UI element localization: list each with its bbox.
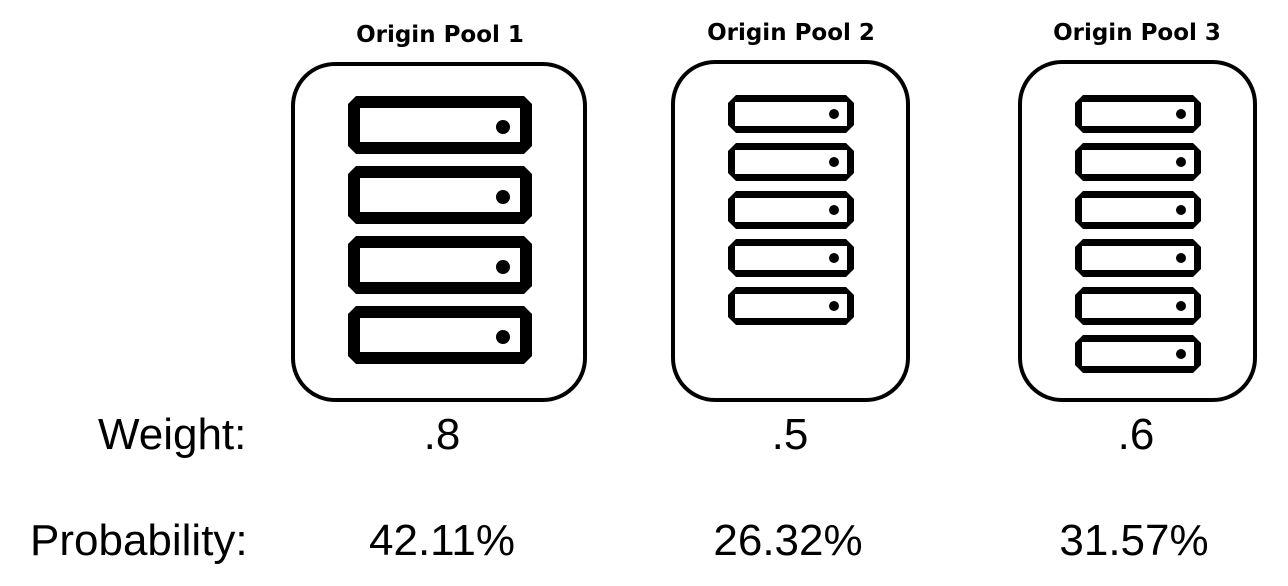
server-icon xyxy=(728,191,854,229)
server-icon xyxy=(1075,95,1201,133)
server-icon xyxy=(728,143,854,181)
pool-weight: .6 xyxy=(1117,410,1155,459)
server-icon xyxy=(1075,335,1201,373)
server-icon xyxy=(348,236,532,294)
pool-box xyxy=(291,62,587,402)
weight-label: Weight: xyxy=(98,410,247,459)
pool-title: Origin Pool 3 xyxy=(1053,20,1221,46)
server-icon xyxy=(348,306,532,364)
pool-title: Origin Pool 1 xyxy=(356,22,524,48)
server-icon xyxy=(728,95,854,133)
server-icon xyxy=(1075,239,1201,277)
pool-title: Origin Pool 2 xyxy=(707,20,875,46)
server-icon xyxy=(348,96,532,154)
pool-weight: .5 xyxy=(771,410,809,459)
server-icon xyxy=(1075,287,1201,325)
server-icon xyxy=(728,287,854,325)
pool-box xyxy=(671,60,910,402)
probability-label: Probability: xyxy=(30,516,248,565)
server-icon xyxy=(728,239,854,277)
pool-weight: .8 xyxy=(423,410,461,459)
server-icon xyxy=(1075,143,1201,181)
pool-probability: 26.32% xyxy=(713,516,863,565)
pool-probability: 31.57% xyxy=(1059,516,1209,565)
server-icon xyxy=(348,166,532,224)
server-icon xyxy=(1075,191,1201,229)
pool-probability: 42.11% xyxy=(369,516,515,565)
pool-box xyxy=(1018,60,1257,402)
